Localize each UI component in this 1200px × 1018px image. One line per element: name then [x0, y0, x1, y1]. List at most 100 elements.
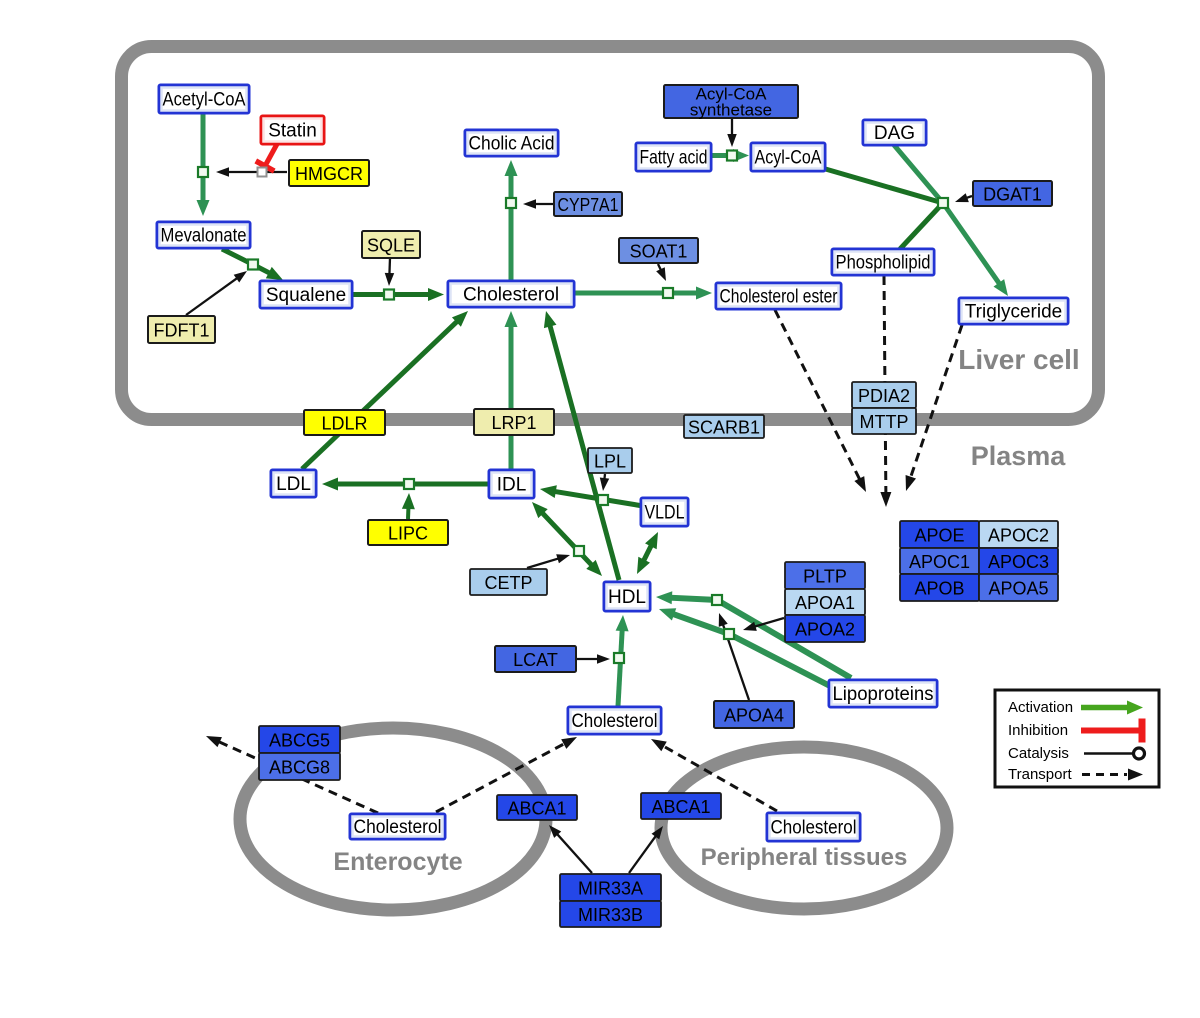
node-lpl[interactable]: LPL	[588, 448, 632, 473]
node-soat1[interactable]: SOAT1	[619, 238, 698, 263]
reaction-anchor	[938, 198, 948, 208]
node-lipoproteins[interactable]: Lipoproteins	[829, 680, 937, 707]
node-ldl[interactable]: LDL	[271, 470, 316, 497]
node-label-abca1-left: ABCA1	[507, 799, 566, 819]
node-lrp1[interactable]: LRP1	[474, 409, 554, 435]
node-statin[interactable]: Statin	[261, 116, 324, 144]
arrowhead	[880, 492, 891, 507]
activation-phospholipid-dgat	[900, 203, 943, 249]
node-label-acyl-coa: Acyl-CoA	[755, 148, 822, 169]
node-apoa4[interactable]: APOA4	[714, 701, 794, 728]
node-cholesterol-ester[interactable]: Cholesterol ester	[716, 283, 841, 309]
arrowhead	[556, 554, 570, 563]
node-label-dgat1: DGAT1	[983, 185, 1042, 205]
node-scarb1[interactable]: SCARB1	[684, 415, 764, 438]
reaction-anchor	[404, 479, 414, 489]
node-abcg8[interactable]: ABCG8	[259, 753, 340, 780]
node-ldlr[interactable]: LDLR	[304, 410, 385, 435]
node-label-acetyl-coa: Acetyl-CoA	[163, 90, 246, 111]
reaction-anchor	[598, 495, 608, 505]
node-hmgcr[interactable]: HMGCR	[289, 160, 369, 186]
node-cholesterol-plasma[interactable]: Cholesterol	[568, 707, 661, 734]
node-acyl-coa[interactable]: Acyl-CoA	[751, 143, 825, 171]
node-label-triglyceride: Triglyceride	[965, 302, 1063, 323]
node-dag[interactable]: DAG	[863, 120, 926, 145]
liver-cell-label: Liver cell	[958, 344, 1079, 375]
node-mir33b[interactable]: MIR33B	[560, 901, 661, 927]
node-sqle[interactable]: SQLE	[362, 231, 420, 258]
node-apob[interactable]: APOB	[900, 574, 979, 601]
arrowhead	[206, 736, 222, 747]
node-pdia2[interactable]: PDIA2	[852, 382, 916, 408]
node-acetyl-coa[interactable]: Acetyl-CoA	[159, 85, 249, 113]
arrowhead	[505, 311, 518, 327]
node-label-mir33a: MIR33A	[578, 879, 643, 899]
node-squalene[interactable]: Squalene	[260, 281, 352, 308]
node-apoa5[interactable]: APOA5	[979, 574, 1058, 601]
arrowhead	[696, 287, 712, 300]
node-label-apoc2: APOC2	[988, 526, 1049, 546]
node-idl[interactable]: IDL	[489, 470, 534, 498]
node-hdl[interactable]: HDL	[604, 582, 650, 611]
inhibition-statin-hmgcr	[265, 144, 277, 166]
node-label-cholesterol-peripheral: Cholesterol	[771, 818, 857, 839]
node-dgat1[interactable]: DGAT1	[973, 181, 1052, 206]
node-label-hmgcr: HMGCR	[295, 164, 363, 184]
node-label-cyp7a1: CYP7A1	[558, 195, 619, 215]
arrowhead	[656, 267, 666, 281]
node-vldl[interactable]: VLDL	[641, 498, 688, 526]
node-abcg5[interactable]: ABCG5	[259, 726, 340, 753]
node-apoa2[interactable]: APOA2	[785, 615, 865, 642]
activation-dgat-triglyceride	[943, 203, 1000, 285]
arrowhead	[561, 737, 577, 749]
node-mir33a[interactable]: MIR33A	[560, 874, 661, 901]
node-mttp[interactable]: MTTP	[852, 408, 916, 434]
node-phospholipid[interactable]: Phospholipid	[832, 249, 934, 275]
node-apoc1[interactable]: APOC1	[900, 548, 979, 574]
arrowhead	[428, 288, 444, 301]
node-fatty-acid[interactable]: Fatty acid	[636, 143, 711, 171]
node-lipc[interactable]: LIPC	[368, 520, 448, 545]
node-cholesterol-liver[interactable]: Cholesterol	[448, 281, 574, 307]
arrowhead	[234, 271, 247, 282]
node-label-abcg8: ABCG8	[269, 758, 330, 778]
node-label-phospholipid: Phospholipid	[836, 253, 931, 274]
reaction-anchor	[198, 167, 208, 177]
catalysis-mir33-abca1-left	[556, 833, 592, 873]
node-label-cholic-acid: Cholic Acid	[469, 134, 555, 155]
node-pltp[interactable]: PLTP	[785, 562, 865, 589]
node-cyp7a1[interactable]: CYP7A1	[554, 192, 622, 216]
reaction-anchor	[506, 198, 516, 208]
node-abca1-right[interactable]: ABCA1	[641, 793, 721, 819]
arrowhead	[955, 193, 969, 202]
activation-hdl-vldl	[643, 545, 651, 562]
node-label-ldlr: LDLR	[321, 414, 367, 434]
node-label-mevalonate: Mevalonate	[161, 226, 247, 247]
node-label-lrp1: LRP1	[491, 413, 536, 433]
reaction-anchor	[663, 288, 673, 298]
node-fdft1[interactable]: FDFT1	[148, 316, 215, 343]
node-apoa1[interactable]: APOA1	[785, 589, 865, 615]
reaction-anchor	[724, 629, 734, 639]
reaction-anchor	[614, 653, 624, 663]
node-apoe[interactable]: APOE	[900, 521, 979, 548]
node-cholesterol-enterocyte[interactable]: Cholesterol	[350, 814, 445, 839]
node-apoc3[interactable]: APOC3	[979, 548, 1058, 574]
reaction-anchor	[248, 260, 258, 270]
node-label-cholesterol-liver: Cholesterol	[463, 285, 559, 306]
peripheral-tissues-label: Peripheral tissues	[701, 844, 908, 871]
transport-cholesterolester-plasma	[775, 310, 860, 480]
node-cholesterol-peripheral[interactable]: Cholesterol	[767, 813, 860, 841]
enterocyte-label: Enterocyte	[333, 848, 462, 876]
node-apoc2[interactable]: APOC2	[979, 521, 1058, 548]
node-triglyceride[interactable]: Triglyceride	[959, 298, 1068, 324]
node-cetp[interactable]: CETP	[470, 569, 547, 595]
node-lcat[interactable]: LCAT	[495, 646, 576, 672]
node-mevalonate[interactable]: Mevalonate	[157, 222, 250, 248]
node-abca1-left[interactable]: ABCA1	[497, 795, 577, 820]
arrowhead	[600, 478, 609, 491]
node-cholic-acid[interactable]: Cholic Acid	[465, 130, 558, 156]
reaction-anchor	[712, 595, 722, 605]
